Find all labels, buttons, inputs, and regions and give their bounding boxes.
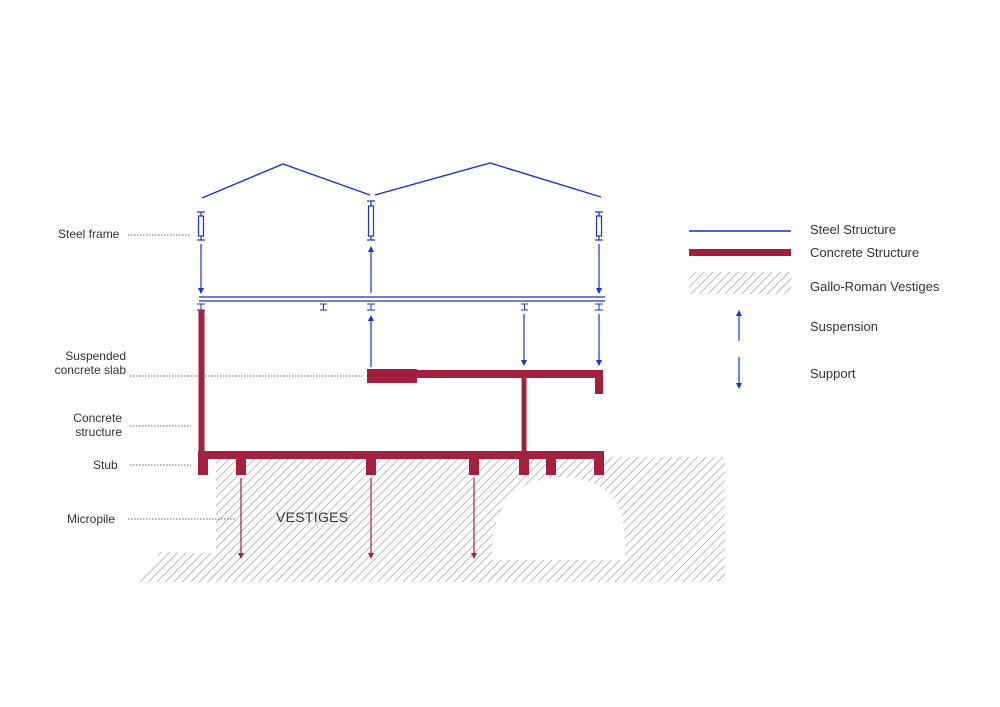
steel-frame-post-left <box>197 211 205 241</box>
label-suspended-concrete-slab: Suspended concrete slab <box>40 349 126 377</box>
i-section-symbols <box>197 303 603 311</box>
legend-label-suspension: Suspension <box>810 319 878 334</box>
legend-label-steel: Steel Structure <box>810 222 896 237</box>
vestiges-hatch-area <box>136 457 725 582</box>
legend-label-support: Support <box>810 366 856 381</box>
label-steel-frame: Steel frame <box>58 227 120 241</box>
steel-frame-post-right <box>595 211 603 241</box>
label-leader-lines <box>128 234 362 520</box>
legend-label-vestiges: Gallo-Roman Vestiges <box>810 279 940 294</box>
label-micropile: Micropile <box>67 512 116 526</box>
steel-roof <box>201 163 371 199</box>
label-concrete-line1: Concrete <box>73 411 122 425</box>
label-stub: Stub <box>93 458 118 472</box>
label-vestiges: VESTIGES <box>276 509 349 525</box>
legend-vestiges-swatch <box>689 272 791 294</box>
label-suspended-line1: Suspended <box>65 349 126 363</box>
steel-roof-right <box>374 162 602 198</box>
legend-label-concrete: Concrete Structure <box>810 245 920 260</box>
legend-concrete-bar <box>689 249 791 256</box>
label-suspended-line2: concrete slab <box>54 363 126 377</box>
label-concrete-line2: structure <box>75 425 122 439</box>
concrete-structure <box>198 310 604 475</box>
label-concrete-structure: Concrete structure <box>40 411 122 439</box>
steel-frame-post-middle <box>367 200 375 241</box>
